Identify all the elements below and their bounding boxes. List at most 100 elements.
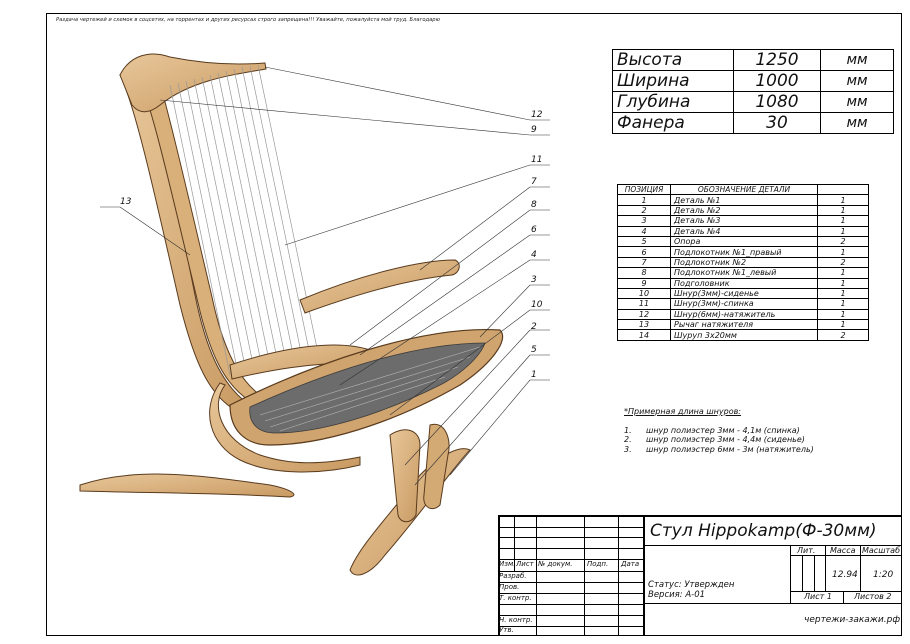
part-position: 2	[617, 204, 671, 217]
part-name: Подголовник	[670, 277, 818, 289]
callout-2: 2	[531, 322, 537, 332]
part-qty: 1	[817, 298, 869, 310]
note-item: 2. шнур полиэстер 3мм - 4,4м (сиденье)	[624, 435, 814, 445]
part-name: Деталь №2	[670, 204, 818, 217]
mass-value: 12.94	[832, 570, 858, 580]
part-position: 5	[617, 235, 671, 248]
copyright-notice: Раздача чертежей и схемок в соцсетях, на…	[56, 17, 440, 23]
callout-12: 12	[531, 110, 543, 120]
note-text: шнур полиэстер 6мм - 3м (натяжитель)	[646, 444, 814, 454]
role-tkontr: Т. контр.	[499, 594, 532, 602]
dimension-unit: мм	[820, 49, 894, 71]
part-position: 7	[617, 256, 671, 269]
dimension-value: 1080	[733, 91, 821, 113]
header-qty	[817, 183, 869, 196]
drawing-frame	[46, 13, 902, 636]
part-qty: 1	[817, 204, 869, 217]
callout-4: 4	[531, 250, 537, 260]
part-position: 1	[617, 194, 671, 206]
part-qty: 1	[817, 225, 869, 237]
dimension-name: Фанера	[612, 112, 734, 134]
cord-length-notes: *Примерная длина шнуров: 1.шнур полиэсте…	[624, 407, 814, 454]
part-name: Деталь №1	[670, 194, 818, 206]
col-date: Дата	[621, 560, 640, 568]
header-designation: ОБОЗНАЧЕНИЕ ДЕТАЛИ	[670, 183, 818, 196]
notes-header: *Примерная длина шнуров:	[624, 407, 742, 416]
dimension-value: 1250	[733, 49, 821, 71]
part-qty: 1	[817, 215, 869, 227]
note-item: 1.шнур полиэстер 3мм - 4,1м (спинка)	[624, 426, 814, 436]
part-qty: 2	[817, 235, 869, 248]
note-text: шнур полиэстер 3мм - 4,4м (сиденье)	[646, 435, 805, 444]
parts-header-row: ПОЗИЦИЯ ОБОЗНАЧЕНИЕ ДЕТАЛИ	[617, 183, 869, 196]
version-label: Версия: А-01	[648, 590, 706, 600]
callout-7: 7	[531, 177, 537, 187]
dimension-unit: мм	[820, 91, 894, 113]
dimension-name: Ширина	[612, 70, 734, 92]
dimension-value: 30	[733, 112, 821, 134]
part-position: 10	[617, 287, 671, 300]
label-mass: Масса	[830, 546, 856, 555]
part-position: 6	[617, 246, 671, 258]
part-position: 3	[617, 215, 671, 227]
role-utv: Утв.	[499, 626, 514, 634]
dimension-name: Высота	[612, 49, 734, 71]
part-qty: 1	[817, 287, 869, 300]
label-scale: Масштаб	[862, 546, 901, 555]
callout-8: 8	[531, 200, 537, 210]
part-name: Деталь №4	[670, 225, 818, 237]
note-number: 1.	[624, 425, 632, 435]
role-prov: Пров.	[499, 583, 520, 591]
part-qty: 1	[817, 267, 869, 279]
part-position: 9	[617, 277, 671, 289]
sheets-label: Листов 2	[854, 592, 892, 601]
role-razrab: Разраб.	[499, 572, 527, 580]
part-qty: 1	[817, 194, 869, 206]
note-number: 2.	[624, 435, 632, 444]
callout-9: 9	[531, 125, 537, 135]
dimension-name: Глубина	[612, 91, 734, 113]
part-qty: 1	[817, 246, 869, 258]
part-name: Подлокотник №1_левый	[670, 267, 818, 279]
chair-drawing	[79, 53, 550, 576]
callout-1: 1	[531, 370, 537, 380]
part-name: Опора	[670, 235, 818, 248]
scale-value: 1:20	[873, 570, 894, 580]
header-position: ПОЗИЦИЯ	[617, 183, 671, 196]
part-qty: 2	[817, 256, 869, 269]
status-label: Статус: Утвержден	[648, 580, 735, 590]
label-lit: Лит.	[797, 546, 816, 555]
part-qty: 1	[817, 308, 869, 321]
part-position: 11	[617, 298, 671, 310]
part-name: Шнур(3мм)-спинка	[670, 298, 818, 310]
part-position: 8	[617, 267, 671, 279]
title-block: Стул Hippokamp(Ф-30мм) Лит. Масса Масшта…	[498, 515, 902, 636]
part-name: Шнур(6мм)-натяжитель	[670, 308, 818, 321]
dimension-value: 1000	[733, 70, 821, 92]
part-position: 14	[617, 329, 671, 341]
part-position: 13	[617, 319, 671, 331]
part-name: Подлокотник №1_правый	[670, 246, 818, 258]
col-list: Лист	[516, 560, 534, 568]
role-nkontr: Н. контр.	[499, 616, 533, 624]
part-name: Рычаг натяжителя	[670, 319, 818, 331]
part-position: 4	[617, 225, 671, 237]
part-position: 12	[617, 308, 671, 321]
part-name: Деталь №3	[670, 215, 818, 227]
